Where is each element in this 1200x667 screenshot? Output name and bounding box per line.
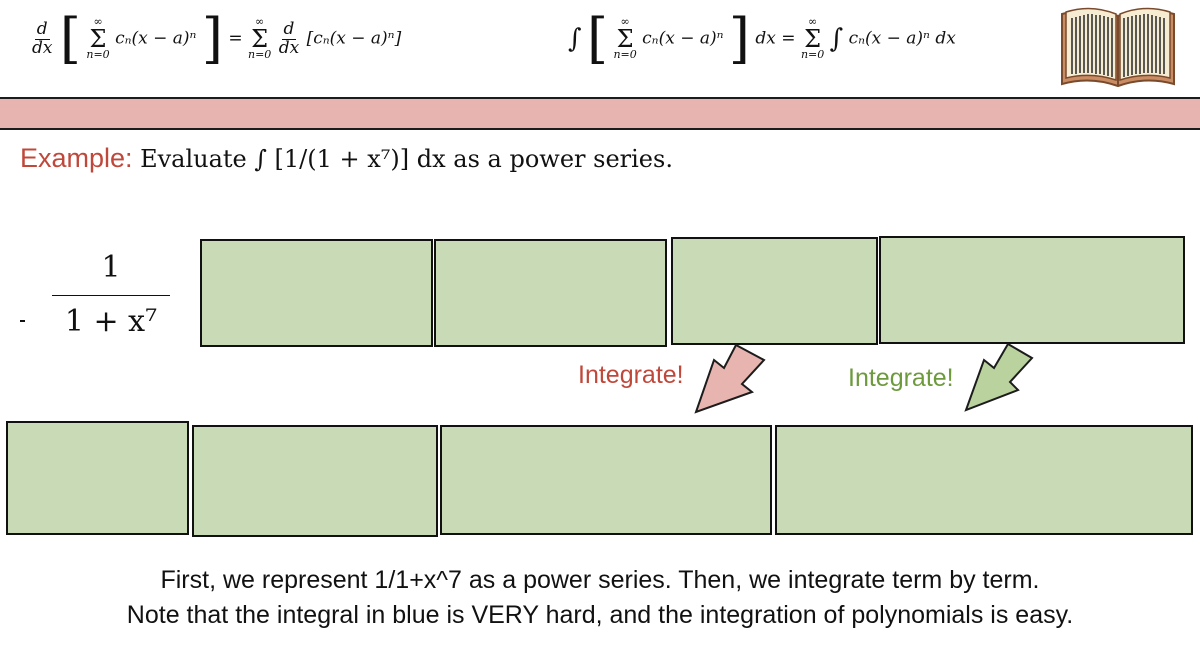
series-term-box-2 (434, 239, 667, 347)
series-term-box-3 (671, 237, 878, 345)
sum-symbol-rhs: ∞ Σ n=0 (247, 15, 272, 62)
series-term-box-1 (200, 239, 433, 347)
series-term-box-4 (879, 236, 1185, 344)
integrate-arrow-left (694, 343, 766, 414)
derivative-formula: d dx [ ∞ Σ n=0 cₙ(x − a)ⁿ ] = ∞ Σ n=0 d … (30, 12, 401, 66)
d-numerator: d (34, 18, 50, 40)
integrated-term-box-4 (775, 425, 1193, 535)
d-dx-fraction: d dx (30, 18, 54, 58)
footer-line-1: First, we represent 1/1+x^7 as a power s… (160, 566, 1040, 594)
sum-symbol-int-rhs: ∞ Σ n=0 (800, 15, 825, 62)
d-dx-fraction-rhs: d dx (278, 18, 300, 58)
rhs-term: cₙ(x − a)ⁿ dx (848, 28, 956, 49)
integrate-label-left: Integrate! (578, 361, 684, 389)
sum-symbol-int: ∞ Σ n=0 (613, 15, 637, 62)
integral-formula: ∫ [ ∞ Σ n=0 cₙ(x − a)ⁿ ] dx = ∞ Σ n=0 ∫ … (568, 12, 956, 66)
integrate-arrow-right (964, 342, 1034, 412)
integral-sign-rhs: ∫ (829, 24, 844, 54)
stray-dash (20, 320, 25, 322)
fraction-denominator: 1 + x⁷ (64, 304, 158, 339)
integrated-term-box-2 (192, 425, 438, 537)
fraction-expression: 1 1 + x⁷ (52, 250, 170, 339)
integrated-term-box-3 (440, 425, 772, 535)
header-rule-top (0, 97, 1200, 99)
series-term-int: cₙ(x − a)ⁿ (642, 28, 724, 49)
equals-sign-int: = (781, 28, 796, 49)
open-book-icon (1061, 7, 1175, 88)
fraction-numerator: 1 (52, 250, 170, 296)
header-band (0, 99, 1200, 128)
integrate-label-right: Integrate! (848, 364, 954, 392)
footer-line-2: Note that the integral in blue is VERY h… (126, 601, 1074, 629)
series-term: cₙ(x − a)ⁿ (115, 28, 197, 49)
example-line: Example: Evaluate ∫ [1/(1 + x⁷)] dx as a… (20, 143, 673, 174)
dx-int: dx (755, 28, 776, 49)
bracket-term: [cₙ(x − a)ⁿ] (306, 28, 402, 49)
right-bracket-int: ] (728, 7, 750, 70)
sum-symbol: ∞ Σ n=0 (86, 15, 110, 62)
header-rule-bottom (0, 128, 1200, 130)
equals-sign: = (228, 28, 243, 49)
integrated-term-box-1 (6, 421, 189, 535)
example-text: Evaluate ∫ [1/(1 + x⁷)] dx as a power se… (140, 145, 673, 173)
dx-denominator: dx (32, 37, 53, 58)
right-bracket: ] (201, 7, 223, 70)
example-label: Example: (20, 143, 133, 173)
left-bracket-int: [ (586, 7, 609, 70)
left-bracket: [ (59, 7, 81, 70)
integral-sign: ∫ (568, 24, 582, 54)
